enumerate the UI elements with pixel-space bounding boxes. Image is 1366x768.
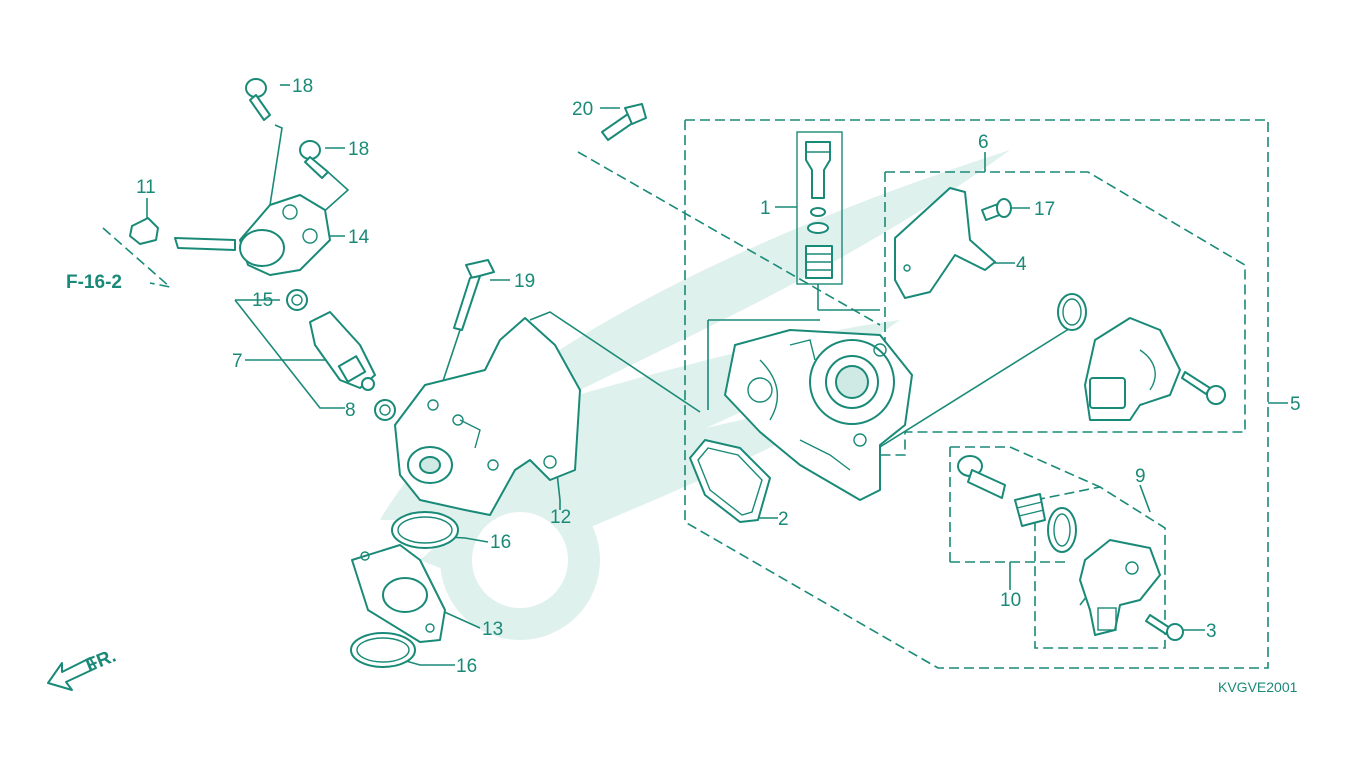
part-15-oring [286, 289, 308, 311]
assembly-boundary-5 [684, 119, 1269, 669]
callout-4: 4 [1016, 254, 1027, 275]
part-2-gasket [689, 439, 771, 523]
callout-18-lower: 18 [348, 139, 369, 160]
front-arrow-icon [47, 657, 97, 691]
part-13-insulator [351, 544, 446, 643]
part-14-injector-joint [174, 194, 331, 276]
part-20-bolt [601, 103, 647, 141]
callout-7: 7 [232, 351, 243, 372]
callout-18-upper: 18 [292, 76, 313, 97]
part-16-oring-lower [350, 632, 416, 668]
callout-2: 2 [778, 509, 789, 530]
part-17-screw [981, 198, 1012, 221]
part-3-screw [1145, 614, 1184, 641]
part-8-oring [374, 399, 396, 421]
part-9-sensor [1079, 539, 1161, 636]
assembly-boundary-10 [949, 446, 1101, 563]
part-18-bolt-upper [245, 78, 271, 121]
part-12-intake-pipe [394, 317, 581, 516]
part-4-bracket [894, 187, 996, 299]
callout-20: 20 [572, 99, 593, 120]
reference-link[interactable]: F-16-2 [66, 272, 122, 293]
part-10-spring [1014, 493, 1046, 527]
callout-13: 13 [482, 619, 503, 640]
callout-11: 11 [136, 177, 156, 198]
callout-labels: 1 2 3 4 5 6 7 8 9 10 11 12 13 14 15 16 1… [66, 76, 1301, 695]
callout-14: 14 [348, 227, 370, 248]
part-1-valve-stack [805, 141, 833, 279]
part-11-nut [129, 217, 159, 245]
callout-17: 17 [1034, 199, 1055, 220]
callout-10: 10 [1000, 590, 1021, 611]
part-18-bolt-lower [299, 140, 329, 179]
callout-16-lower: 16 [456, 656, 477, 677]
part-sensor-screw [1181, 371, 1226, 405]
callout-5: 5 [1290, 394, 1301, 415]
callout-16-upper: 16 [490, 532, 511, 553]
callout-6: 6 [978, 132, 989, 153]
front-marker: FR. [83, 646, 119, 677]
part-9-oring [1047, 507, 1077, 553]
assembly-boundary-9 [1034, 486, 1166, 649]
assembly-boundary-20 [577, 151, 881, 326]
callout-15: 15 [252, 290, 273, 311]
callout-3: 3 [1206, 621, 1217, 642]
part-19-bolt [453, 259, 495, 331]
callout-9: 9 [1135, 466, 1146, 487]
callout-1: 1 [760, 198, 771, 219]
diagram-code: KVGVE2001 [1218, 679, 1298, 695]
part-oring-sensor [1057, 293, 1087, 331]
part-10-bolt [957, 455, 1006, 499]
part-7-injector [309, 311, 376, 391]
part-16-oring-upper [391, 511, 459, 549]
callout-19: 19 [514, 271, 535, 292]
assembly-boundary-6 [865, 171, 1246, 456]
callout-8: 8 [345, 400, 356, 421]
part-throttle-body [724, 329, 913, 501]
part-sensor-unit [1084, 317, 1181, 421]
callout-12: 12 [550, 507, 571, 528]
